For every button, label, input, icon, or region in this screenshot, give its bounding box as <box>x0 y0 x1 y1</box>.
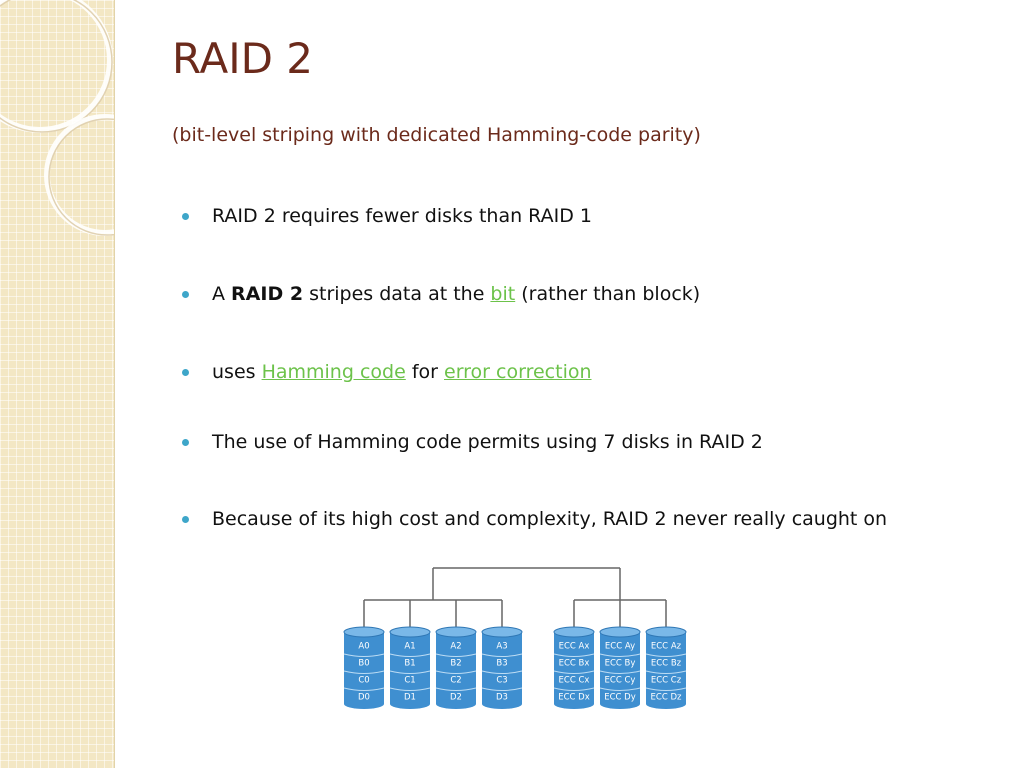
disk-segment-label: ECC Dz <box>651 693 682 703</box>
bullet-text: Because of its high cost and complexity,… <box>212 508 888 530</box>
disk-segment-label: ECC By <box>605 659 636 669</box>
disk-segment-label: ECC Bx <box>559 659 590 669</box>
disk-segment-label: A2 <box>450 642 461 652</box>
disk-segment-label: B1 <box>404 659 415 669</box>
bullet-text-part: A <box>212 283 232 305</box>
bullet-text: A RAID 2 stripes data at the bit (rather… <box>212 283 700 305</box>
bullet-text: The use of Hamming code permits using 7 … <box>212 431 763 453</box>
disk-segment-label: A1 <box>404 642 415 652</box>
decorative-rings <box>0 0 114 236</box>
slide-title: RAID 2 <box>172 34 314 83</box>
bullet-dot-icon <box>182 291 189 298</box>
disk-segment-label: ECC Cz <box>651 676 682 686</box>
disk-segment-label: C2 <box>450 676 461 686</box>
disk-segment-label: A0 <box>358 642 369 652</box>
disk-segment-label: ECC Ax <box>559 642 590 652</box>
disk-segment-label: B0 <box>358 659 369 669</box>
disk-segment-label: ECC Dx <box>558 693 590 703</box>
bullet-text-part: stripes data at the <box>303 283 491 305</box>
ecc-disk: ECC Ax ECC Bx ECC Cx ECC Dx <box>553 626 595 709</box>
disk-segment-label: ECC Cx <box>559 676 590 686</box>
disk-segment-label: D3 <box>496 693 508 703</box>
bullet-text-part: uses <box>212 361 262 383</box>
bit-link[interactable]: bit <box>490 283 516 305</box>
ecc-disk: ECC Ay ECC By ECC Cy ECC Dy <box>599 626 641 709</box>
disk-segment-label: D2 <box>450 693 462 703</box>
ecc-disk: ECC Az ECC Bz ECC Cz ECC Dz <box>645 626 687 709</box>
slide-subtitle: (bit-level striping with dedicated Hammi… <box>172 124 701 146</box>
disk-segment-label: D0 <box>358 693 370 703</box>
disk-segment-label: A3 <box>496 642 507 652</box>
disk-segment-label: B3 <box>496 659 507 669</box>
bullet-dot-icon <box>182 439 189 446</box>
bullet-dot-icon <box>182 369 189 376</box>
disk-segment-label: D1 <box>404 693 416 703</box>
disk-segment-label: ECC Dy <box>604 693 636 703</box>
disk-segment-label: ECC Bz <box>651 659 682 669</box>
bullet-dot-icon <box>182 213 189 220</box>
disk-segment-label: C3 <box>496 676 507 686</box>
disk-segment-label: C0 <box>358 676 369 686</box>
bullet-bold-text: RAID 2 <box>231 283 304 305</box>
disk-segment-label: ECC Az <box>651 642 682 652</box>
bullet-dot-icon <box>182 516 189 523</box>
diagram-connectors <box>363 567 667 627</box>
disk-segment-label: B2 <box>450 659 461 669</box>
disk-segment-label: ECC Ay <box>605 642 635 652</box>
disk-segment-label: ECC Cy <box>605 676 636 686</box>
disk-segment-label: C1 <box>404 676 415 686</box>
bullet-text-part: for <box>405 361 444 383</box>
bullet-text: uses Hamming code for error correction <box>212 361 592 383</box>
error-correction-link[interactable]: error correction <box>444 361 592 383</box>
bullet-text-part: (rather than block) <box>515 283 701 305</box>
bullet-text: RAID 2 requires fewer disks than RAID 1 <box>212 205 592 227</box>
hamming-code-link[interactable]: Hamming code <box>261 361 406 383</box>
decorative-side-panel <box>0 0 115 768</box>
